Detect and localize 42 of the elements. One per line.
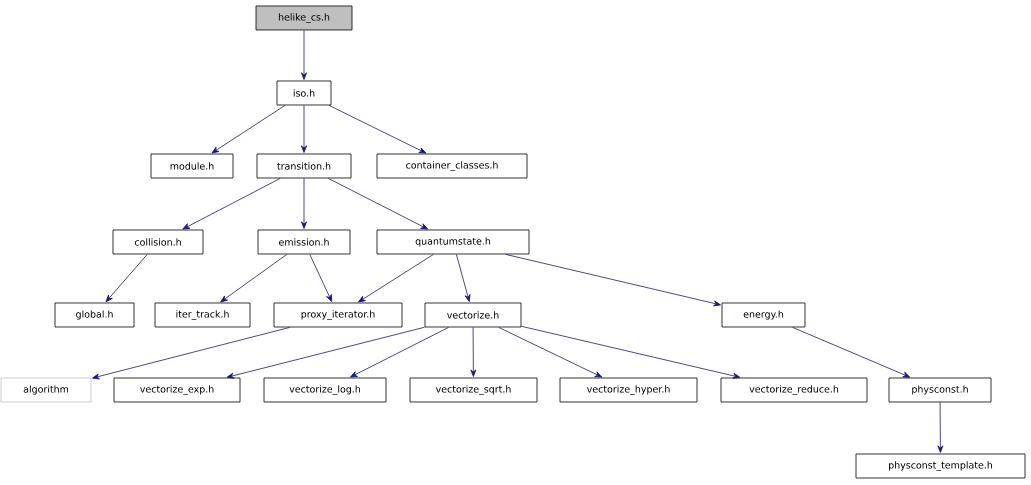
file-box: vectorize.h: [424, 302, 522, 328]
file-box: physconst.h: [888, 377, 992, 403]
arrow: [937, 402, 944, 453]
file-box: emission.h: [257, 229, 351, 255]
arrow: [470, 327, 477, 377]
file-box: vectorize_sqrt.h: [409, 377, 538, 403]
file-box: container_classes.h: [376, 153, 528, 179]
arrow: [211, 105, 286, 154]
file-box: module.h: [150, 153, 234, 179]
file-box: collision.h: [112, 229, 204, 255]
arrow: [182, 178, 281, 230]
arrow: [92, 327, 291, 380]
arrow: [792, 327, 911, 378]
arrow: [521, 325, 741, 379]
file-box: physconst_template.h: [855, 453, 1026, 479]
arrow: [226, 326, 425, 379]
file-box: iter_track.h: [154, 302, 251, 328]
file-box: vectorize_reduce.h: [720, 377, 868, 403]
file-box: vectorize_exp.h: [113, 377, 241, 403]
arrow: [456, 254, 471, 302]
arrow: [358, 254, 434, 303]
arrow: [301, 178, 307, 229]
arrow: [498, 327, 603, 378]
arrow: [309, 254, 333, 302]
arrow: [220, 254, 288, 303]
file-box: vectorize_log.h: [263, 377, 387, 403]
arrow: [350, 327, 449, 378]
arrow: [301, 30, 307, 80]
file-box: energy.h: [721, 302, 806, 328]
file-box: iso.h: [276, 80, 332, 106]
file-box: proxy_iterator.h: [273, 302, 403, 328]
file-box: quantumstate.h: [376, 229, 530, 255]
file-box: transition.h: [256, 153, 352, 179]
file-box: vectorize_hyper.h: [559, 377, 698, 403]
arrow: [505, 254, 721, 307]
external-file-box: algorithm: [0, 377, 92, 403]
arrow: [327, 178, 429, 230]
arrow: [105, 254, 148, 303]
file-box: global.h: [54, 302, 135, 328]
arrow: [328, 105, 427, 154]
arrow: [301, 105, 307, 153]
root-file-box: helike_cs.h: [255, 5, 353, 31]
